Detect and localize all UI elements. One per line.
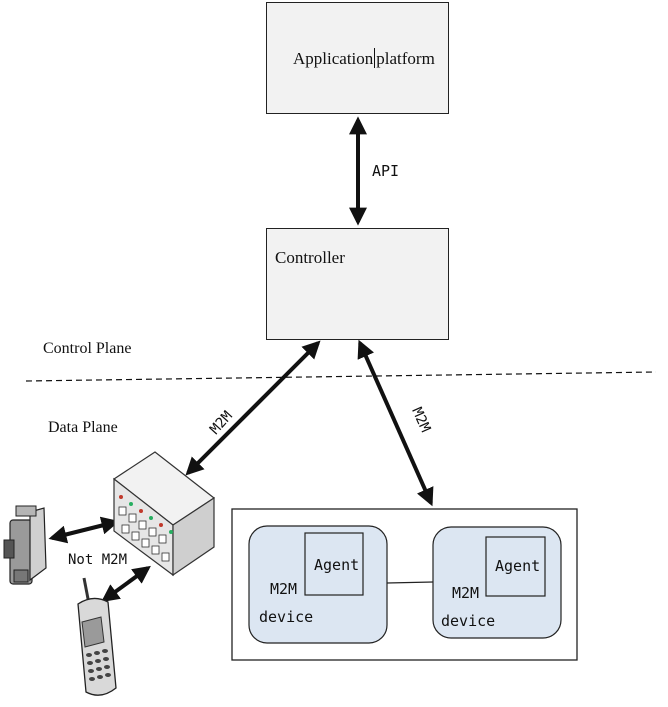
m2m-label-left: M2M bbox=[207, 408, 236, 438]
device-link bbox=[386, 581, 434, 584]
text-cursor bbox=[374, 48, 376, 68]
controller-label: Controller bbox=[275, 248, 345, 267]
m2m-arrow-left bbox=[185, 340, 321, 476]
plane-divider bbox=[25, 371, 657, 382]
control-plane-label: Control Plane bbox=[43, 340, 132, 357]
network-switch-icon bbox=[112, 451, 216, 577]
device-2-label-line1: M2M bbox=[452, 584, 480, 602]
m2m-label-right: M2M bbox=[408, 405, 433, 435]
agent-label-2: Agent bbox=[495, 557, 541, 575]
device-2-label-line2: device bbox=[441, 612, 496, 630]
application-label-part2: platform bbox=[376, 49, 435, 68]
mobile-phone-icon bbox=[77, 577, 117, 696]
camcorder-link-arrow bbox=[48, 516, 120, 544]
data-plane-label: Data Plane bbox=[48, 419, 118, 436]
camcorder-icon bbox=[3, 505, 47, 585]
agent-label-1: Agent bbox=[314, 556, 360, 574]
application-label-part1: Application bbox=[293, 49, 374, 68]
api-label: API bbox=[372, 162, 400, 180]
device-1-label-line1: M2M bbox=[270, 580, 298, 598]
device-1-label-line2: device bbox=[259, 608, 314, 626]
phone-link-arrow bbox=[101, 565, 151, 603]
agent-box-2 bbox=[485, 536, 546, 597]
not-m2m-label: Not M2M bbox=[68, 552, 128, 568]
agent-box-1 bbox=[304, 532, 364, 596]
controller-box: Controller bbox=[266, 228, 449, 340]
m2m-arrow-right bbox=[357, 339, 434, 507]
